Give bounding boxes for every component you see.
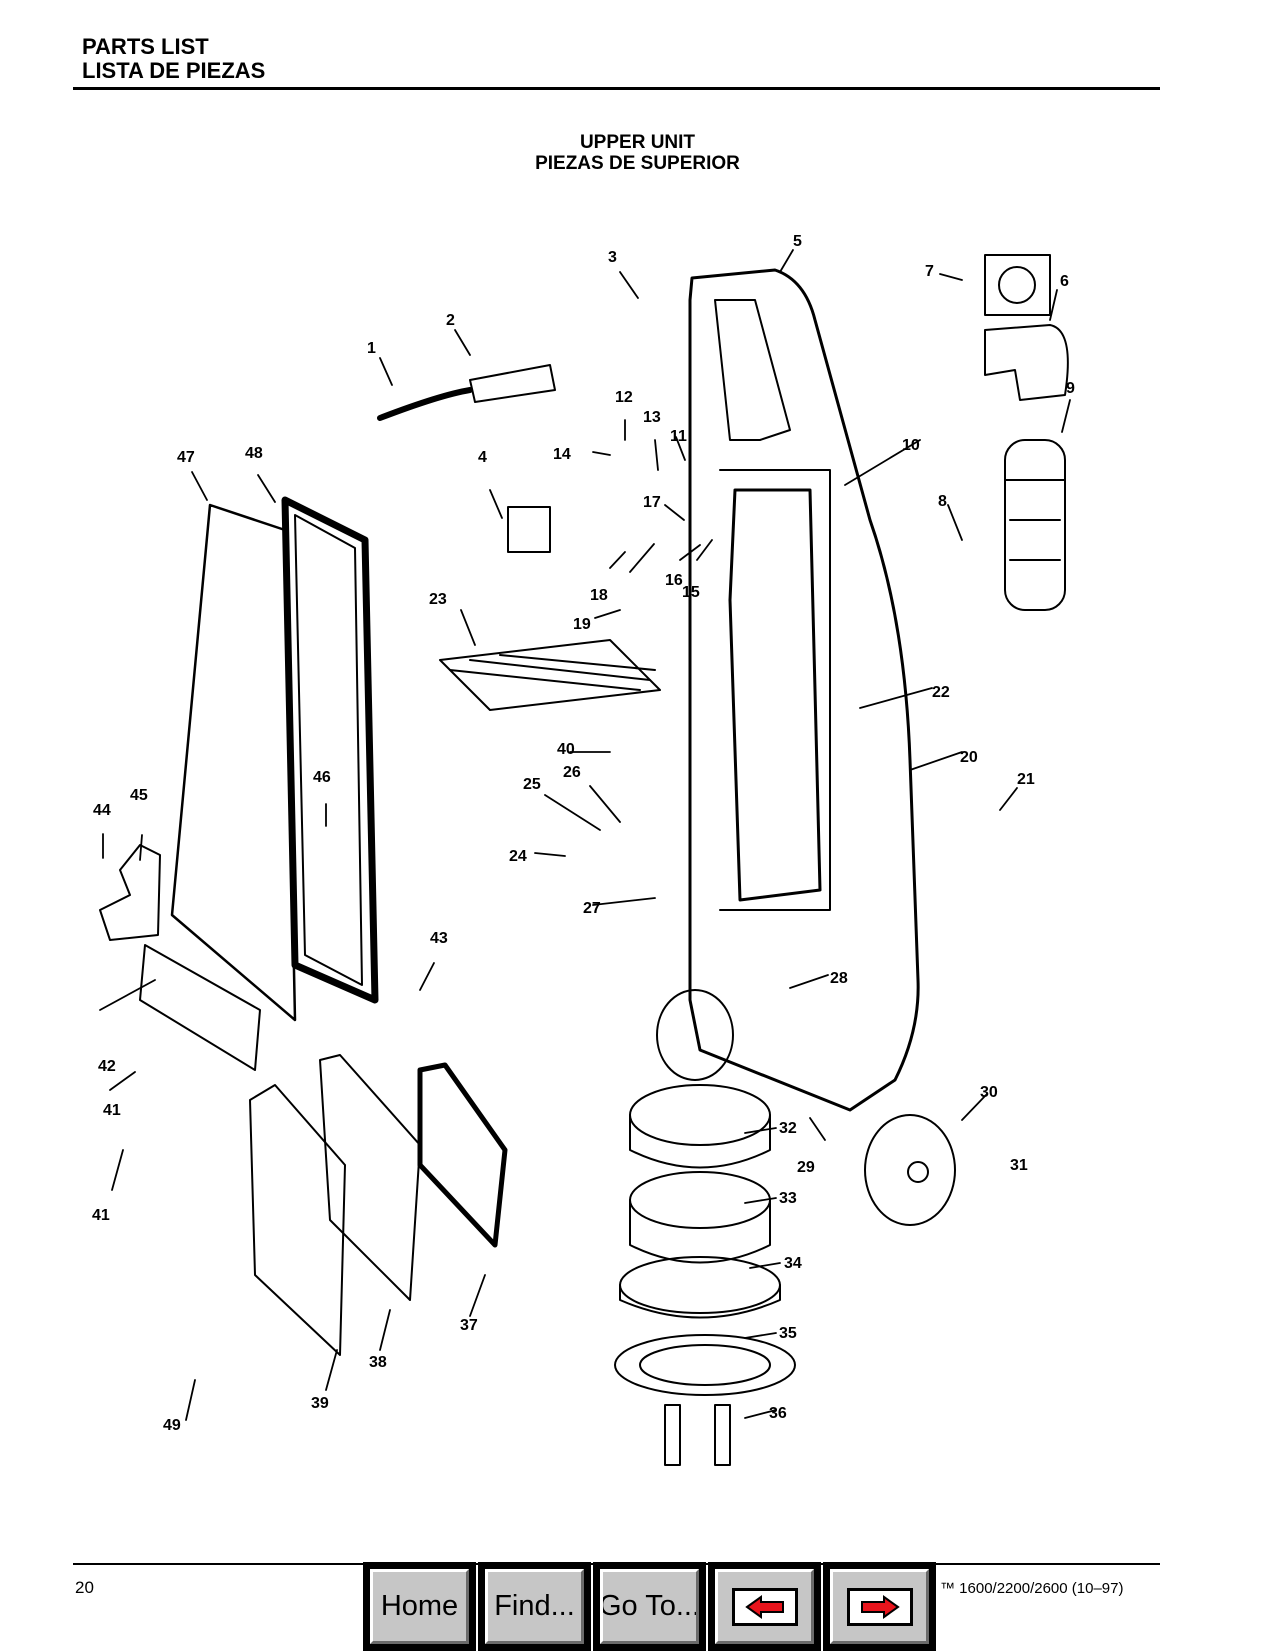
callout-15: 15 (682, 584, 700, 601)
callout-31: 31 (1010, 1157, 1028, 1174)
home-button[interactable]: Home (363, 1562, 476, 1651)
wheel-left (656, 989, 734, 1081)
callout-leaders (99, 249, 1071, 1421)
cover-plate-39 (249, 1084, 346, 1356)
bolt-36b (714, 1404, 731, 1466)
previous-page-button[interactable] (708, 1562, 821, 1651)
page-header: PARTS LIST LISTA DE PIEZAS (82, 35, 265, 83)
callout-14: 14 (553, 446, 571, 463)
callout-27: 27 (583, 900, 601, 917)
next-page-button[interactable] (823, 1562, 936, 1651)
callout-32: 32 (779, 1120, 797, 1137)
figure-title-en: UPPER UNIT (579, 132, 696, 153)
gasket-37 (417, 1062, 508, 1248)
gasket-35 (614, 1334, 796, 1396)
callout-46: 46 (313, 769, 331, 786)
callout-41b: 41 (92, 1207, 110, 1224)
callout-24: 24 (509, 848, 527, 865)
callout-4: 4 (478, 449, 487, 466)
page-number: 20 (75, 1578, 94, 1597)
callout-30: 30 (980, 1084, 998, 1101)
callout-labels: 1 2 3 4 5 6 7 8 9 10 11 12 13 14 15 16 1… (92, 233, 1075, 1434)
callout-19: 19 (573, 616, 591, 633)
callout-33: 33 (779, 1190, 797, 1207)
door-gasket (281, 496, 379, 1004)
latch-bracket (99, 844, 161, 941)
callout-44: 44 (93, 802, 111, 819)
callout-25: 25 (523, 776, 541, 793)
rack-23 (439, 639, 661, 711)
bolt-36a (664, 1404, 681, 1466)
callout-6: 6 (1060, 273, 1069, 290)
motor-cover-32 (629, 1084, 771, 1146)
motor-mount-34 (619, 1256, 781, 1314)
callout-40: 40 (557, 741, 575, 758)
callout-39: 39 (311, 1395, 329, 1412)
callout-35: 35 (779, 1325, 797, 1342)
handle-grip-opening (714, 299, 791, 441)
callout-23: 23 (429, 591, 447, 608)
gasket-7 (984, 254, 1051, 316)
callout-11: 11 (670, 428, 687, 445)
callout-36: 36 (769, 1405, 787, 1422)
callout-17: 17 (643, 494, 661, 511)
callout-3: 3 (608, 249, 617, 266)
figure-title: UPPER UNIT PIEZAS DE SUPERIOR (0, 132, 1275, 174)
footer-model-text: ™ 1600/2200/2600 (10–97) (940, 1580, 1124, 1597)
callout-16: 16 (665, 572, 683, 589)
callout-49: 49 (163, 1417, 181, 1434)
callout-38: 38 (369, 1354, 387, 1371)
callout-12: 12 (615, 389, 633, 406)
callout-42: 42 (98, 1058, 116, 1075)
callout-7: 7 (925, 263, 934, 280)
callout-48: 48 (245, 445, 263, 462)
switch-4 (507, 506, 551, 553)
callout-28: 28 (830, 970, 848, 987)
callout-22: 22 (932, 684, 950, 701)
body-window (728, 488, 822, 902)
callout-13: 13 (643, 409, 661, 426)
callout-9: 9 (1066, 380, 1075, 397)
find-button[interactable]: Find... (478, 1562, 591, 1651)
callout-37: 37 (460, 1317, 478, 1334)
callout-41a: 41 (103, 1102, 121, 1119)
header-rule (73, 87, 1160, 90)
right-arrow-icon (846, 1587, 913, 1626)
callout-45: 45 (130, 787, 148, 804)
callout-5: 5 (793, 233, 802, 250)
callout-2: 2 (446, 312, 455, 329)
callout-1: 1 (367, 340, 376, 357)
callout-29: 29 (797, 1159, 815, 1176)
handle-body (688, 268, 920, 1112)
home-button-label: Home (370, 1569, 469, 1644)
callout-26: 26 (563, 764, 581, 781)
callout-8: 8 (938, 493, 947, 510)
hose-1 (377, 387, 473, 421)
callout-34: 34 (784, 1255, 802, 1272)
goto-button[interactable]: Go To... (593, 1562, 706, 1651)
callout-21: 21 (1017, 771, 1035, 788)
left-arrow-icon (731, 1587, 798, 1626)
callout-47: 47 (177, 449, 195, 466)
hose-cuff-9 (1004, 439, 1066, 611)
callout-10: 10 (902, 437, 920, 454)
front-door-panel (170, 503, 297, 1022)
find-button-label: Find... (485, 1569, 584, 1644)
header-line-2: LISTA DE PIEZAS (82, 58, 266, 83)
callout-43: 43 (430, 930, 448, 947)
motor-33 (629, 1171, 771, 1229)
callout-18: 18 (590, 587, 608, 604)
vent-plate-38 (319, 1054, 421, 1301)
figure-title-es: PIEZAS DE SUPERIOR (535, 153, 740, 174)
elbow-6 (984, 324, 1069, 401)
callout-20: 20 (960, 749, 978, 766)
header-line-1: PARTS LIST (82, 34, 209, 59)
hose-fitting-2 (469, 364, 556, 403)
wheel-30 (864, 1114, 956, 1226)
latch-plate-42 (139, 944, 261, 1071)
goto-button-label: Go To... (600, 1569, 699, 1644)
